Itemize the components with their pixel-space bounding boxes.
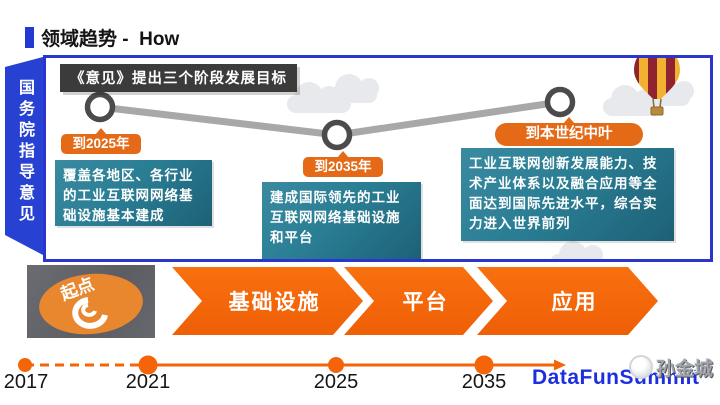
cloud-icon — [551, 241, 603, 259]
year-label-2035: 2035 — [461, 371, 507, 393]
timeline-dot-2025 — [328, 357, 344, 373]
guidance-ribbon: 国务院指导意见 — [5, 57, 43, 255]
hot-air-balloon-icon — [634, 58, 680, 116]
starting-point-graphic: 起点 — [39, 274, 143, 335]
milestone-tag-2035: 到2035年 — [303, 151, 383, 177]
guidance-ribbon-label: 国务院指导意见 — [16, 78, 33, 226]
milestone-tag-2025: 到2025年 — [61, 128, 141, 154]
milestone-tag-midcentury: 到本世纪中叶 — [495, 117, 643, 146]
timeline-node-midcentury — [544, 86, 576, 118]
stage-arrow-infrastructure: 基础设施 — [172, 267, 363, 335]
opinion-banner: 《意见》提出三个阶段发展目标 — [60, 64, 297, 92]
timeline-node-2035 — [321, 119, 353, 151]
watermark-name: 孙金城 — [656, 359, 714, 380]
stage-arrow-platform: 平台 — [344, 267, 493, 335]
guidance-diagram-box: 《意见》提出三个阶段发展目标 到2025年 到2035年 到本世纪中叶 覆盖各地… — [43, 55, 713, 262]
timeline-dot-2035 — [474, 355, 494, 375]
milestone-desc-midcentury: 工业互联网创新发展能力、技术产业体系以及融合应用等全面达到国际先进水平，综合实力… — [461, 148, 674, 241]
timeline-node-2025 — [84, 91, 116, 123]
connector-line — [336, 98, 561, 139]
milestone-path-graphic — [84, 86, 576, 151]
year-timeline-graphic — [18, 355, 566, 375]
datafun-logo: DataFunSummit — [532, 366, 700, 389]
milestone-desc-2035: 建成国际领先的工业互联网网络基础设施和平台 — [262, 182, 421, 259]
milestone-desc-2025: 覆盖各地区、各行业的工业互联网网络基础设施基本建成 — [55, 160, 212, 226]
stage-arrow-application: 应用 — [477, 267, 658, 335]
timeline-dot-2017 — [18, 358, 32, 372]
title-accent-bar — [25, 27, 34, 48]
connector-line — [99, 103, 338, 139]
year-label-2021: 2021 — [125, 371, 171, 393]
cloud-icon — [327, 74, 379, 103]
year-label-2017: 2017 — [3, 371, 49, 393]
starting-point-photo: 起点 — [27, 265, 155, 338]
timeline-arrowhead — [554, 359, 566, 371]
timeline-dot-2021 — [138, 355, 158, 375]
watermark-avatar — [629, 355, 653, 379]
page-title: 领域趋势 - How — [41, 29, 180, 50]
year-label-2025: 2025 — [313, 371, 359, 393]
